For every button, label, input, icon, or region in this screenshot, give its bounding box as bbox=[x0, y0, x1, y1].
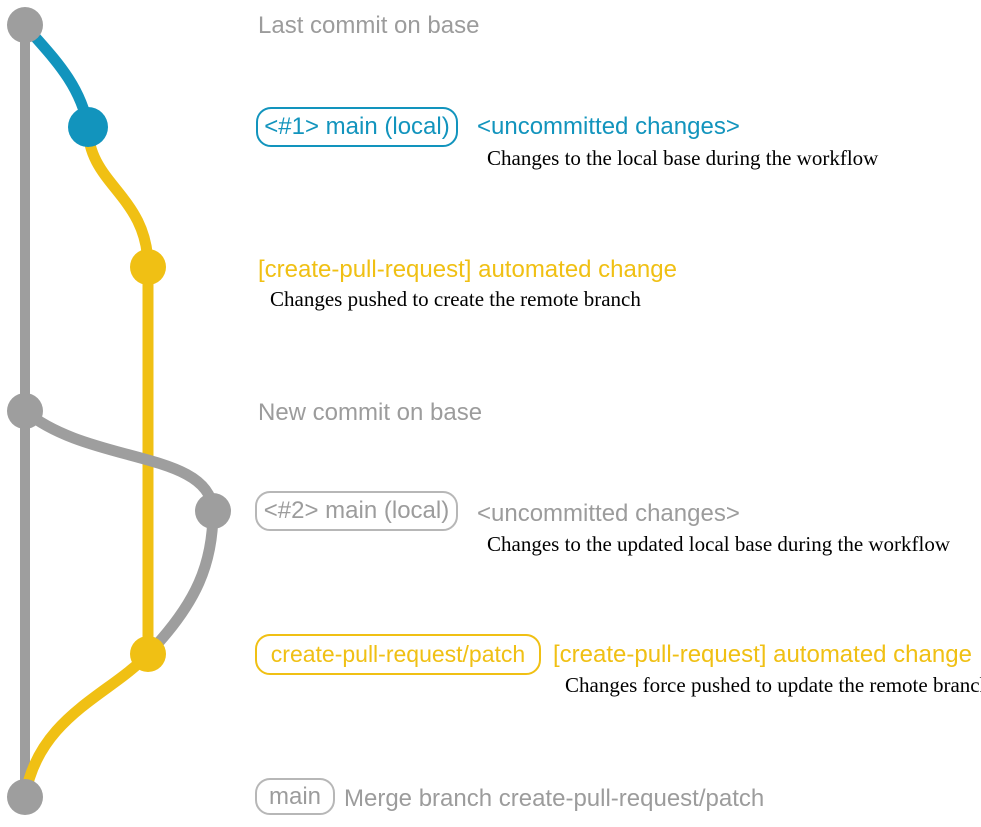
branch-tag-main-local-1: <#1> main (local) bbox=[256, 107, 458, 147]
uncommitted-changes-desc-1: Changes to the local base during the wor… bbox=[487, 146, 879, 170]
commit-node-merge bbox=[7, 779, 43, 815]
uncommitted-changes-title-2: <uncommitted changes> bbox=[477, 500, 740, 527]
branch-tag-main: main bbox=[255, 778, 335, 815]
automated-change-title-1: [create-pull-request] automated change bbox=[258, 256, 677, 283]
automated-change-desc-2: Changes force pushed to update the remot… bbox=[565, 673, 981, 697]
commit-node-last-commit-on-base bbox=[7, 7, 43, 43]
uncommitted-changes-title-1: <uncommitted changes> bbox=[477, 113, 740, 140]
last-commit-label: Last commit on base bbox=[258, 12, 480, 39]
remote-branch-merge-curve bbox=[19, 648, 154, 803]
automated-change-desc-1: Changes pushed to create the remote bran… bbox=[270, 287, 641, 311]
commit-node-automated-change-1 bbox=[130, 249, 166, 285]
automated-change-title-2: [create-pull-request] automated change bbox=[553, 641, 972, 668]
remote-branch-curve-top bbox=[82, 121, 154, 273]
commit-node-automated-change-2 bbox=[130, 636, 166, 672]
updated-local-branch-curve-bottom bbox=[142, 505, 219, 660]
new-commit-label: New commit on base bbox=[258, 399, 483, 426]
merge-commit-label: Merge branch create-pull-request/patch bbox=[344, 785, 765, 812]
commit-node-uncommitted-changes-2 bbox=[195, 493, 231, 529]
updated-local-branch-curve-top bbox=[19, 405, 219, 517]
commit-node-uncommitted-changes-1 bbox=[68, 107, 108, 147]
uncommitted-changes-desc-2: Changes to the updated local base during… bbox=[487, 532, 951, 556]
commit-node-new-commit-on-base bbox=[7, 393, 43, 429]
branch-tag-create-pull-request-patch: create-pull-request/patch bbox=[255, 634, 541, 675]
branch-tag-main-local-2: <#2> main (local) bbox=[255, 491, 458, 531]
